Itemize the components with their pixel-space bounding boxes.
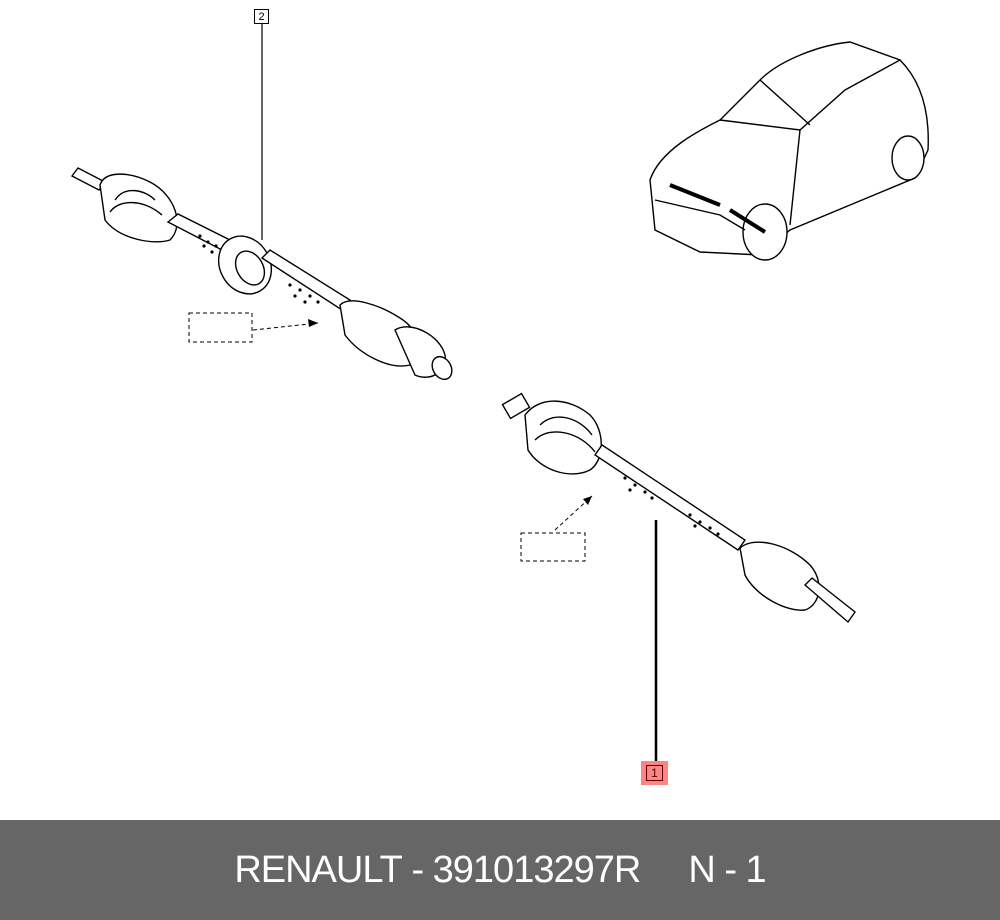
part-number: 391013297R — [432, 848, 642, 891]
callout-label-2[interactable]: 2 — [254, 9, 269, 24]
drive-shaft-1 — [501, 392, 856, 624]
part-info-footer: RENAULT - 391013297R N - 1 — [0, 820, 1000, 920]
placeholder-box-lower — [520, 532, 586, 562]
position-code: N - 1 — [688, 848, 766, 891]
brand-name: RENAULT — [234, 848, 403, 891]
drive-shaft-2 — [70, 167, 453, 381]
parts-diagram — [70, 24, 929, 762]
callout-highlight-1[interactable]: 1 — [641, 761, 668, 785]
placeholder-box-upper — [188, 312, 253, 343]
vehicle-illustration — [649, 41, 929, 261]
separator: - — [411, 848, 424, 891]
callout-label-1: 1 — [646, 765, 663, 781]
